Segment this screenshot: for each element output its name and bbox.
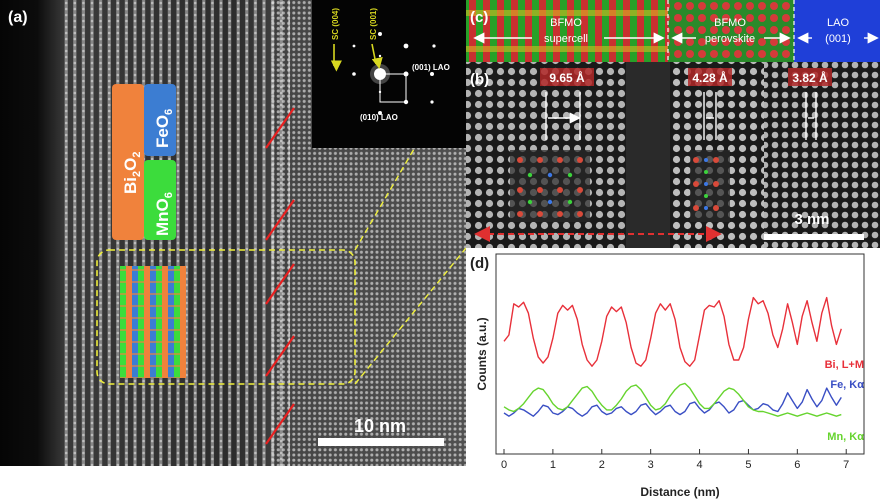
series-line-3 [503,382,842,417]
x-tick-label: 7 [843,459,849,471]
panel-c: (c) BFMO supercell BFMO perovskite LAO (… [466,0,880,62]
segment-3-line1: LAO [827,17,849,29]
mno6-label: MnO6 [153,192,175,236]
spacing-perovskite: 4.28 Å [692,70,728,85]
series-line-2 [503,387,842,417]
defect-arrow [265,403,295,445]
segment-2-line1: BFMO [714,17,746,29]
lao010-label: (010) LAO [360,113,398,122]
bi2o2-layer-block [112,84,144,240]
panel-a-label: (a) [8,9,28,26]
scale-bar-b [764,234,864,240]
atom-model-supercell [510,150,590,222]
feo6-label: FeO6 [153,109,175,148]
mno6-layer-block [144,160,176,240]
defect-arrow [265,107,295,149]
series-line-1 [503,296,842,367]
x-axis-label: Distance (nm) [640,485,719,499]
panel-b-label: (b) [470,71,489,88]
x-ticks: 0 1 2 3 4 5 6 7 [501,449,849,471]
perovskite-color-map [668,0,794,62]
bi2o2-label: Bi2O2 [121,152,143,194]
spacing-supercell: 9.65 Å [549,70,585,85]
supercell-color-map [466,0,668,62]
x-tick-label: 3 [648,459,654,471]
scale-bar-label-b: 3 nm [794,211,829,228]
lao001-label: (001) LAO [412,63,450,72]
defect-arrow [265,199,295,241]
atom-model-perovskite [690,150,730,222]
x-tick-label: 2 [599,459,605,471]
structure-model-overlay [120,266,186,378]
spacing-markers [545,92,817,140]
x-tick-label: 4 [696,459,702,471]
x-tick-label: 0 [501,459,507,471]
legend-fe: Fe, Kα [830,379,864,391]
segment-1-line2: supercell [544,33,588,45]
segment-1-line1: BFMO [550,17,582,29]
segment-2-line2: perovskite [705,33,755,45]
x-tick-label: 5 [745,459,751,471]
y-axis-label: Counts (a.u.) [475,317,489,390]
lao-color-map [794,0,880,62]
scale-bar-a [318,438,444,446]
scale-bar-label-a: 10 nm [354,416,406,436]
panel-c-label: (c) [470,9,488,26]
series-layer [503,296,842,417]
defect-arrow [265,263,295,305]
panel-b: (b) 9.65 Å 4.28 Å [466,62,880,248]
plot-frame [495,253,865,455]
defect-arrows [265,107,295,445]
segment-3-line2: (001) [825,33,851,45]
sc001-arrow [371,43,383,70]
sc004-label: SC (004) [331,8,340,40]
panel-a: (a) Bi2O2 FeO6 MnO6 10 nm [0,0,467,466]
x-tick-label: 6 [794,459,800,471]
panel-d: (d) 0 1 2 3 4 5 6 7 Distance (nm) Counts (a.u.)… [466,248,880,502]
legend-mn: Mn, Kα [827,431,864,443]
defect-arrow [265,335,295,377]
panel-d-label: (d) [470,255,489,272]
feo6-layer-block [144,84,176,156]
legend-bi: Bi, L+M [825,359,864,371]
sc001-label: SC (001) [369,8,378,40]
x-tick-label: 1 [550,459,556,471]
spacing-lao: 3.82 Å [792,70,828,85]
diffraction-inset: SC (004) SC (001) (001) LAO (010) LAO [312,0,466,148]
